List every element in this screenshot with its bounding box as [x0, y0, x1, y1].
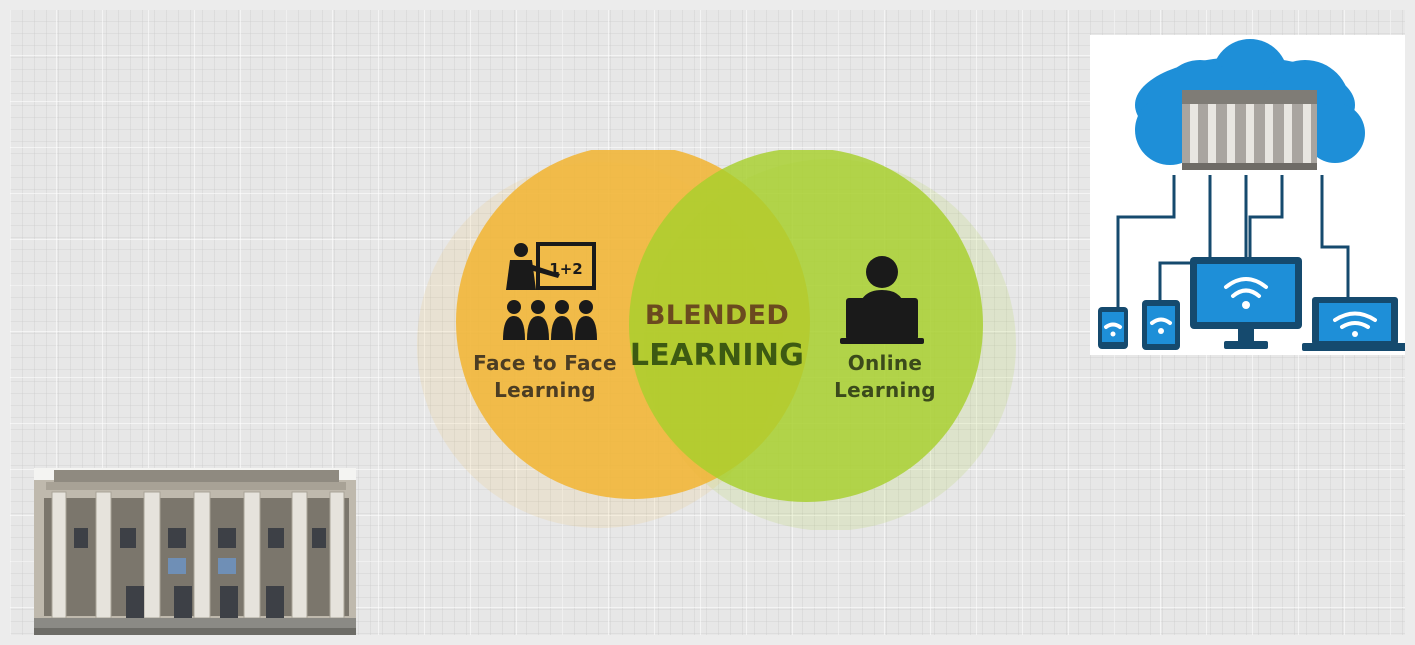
cloud-network-icon	[1090, 35, 1405, 355]
online-learning-label: Online Learning	[834, 351, 936, 402]
teacher-classroom-icon	[503, 242, 597, 340]
textured-background: 1+2 Face to Face Learning BLENDED LEARNI…	[10, 10, 1405, 635]
university-building-photo	[34, 468, 356, 635]
board-text: 1+2	[549, 260, 582, 278]
learning-label: LEARNING	[629, 338, 805, 373]
face-to-face-label: Face to Face Learning	[473, 351, 617, 402]
blended-learning-venn: 1+2 Face to Face Learning BLENDED LEARNI…	[410, 150, 1030, 530]
blended-label: BLENDED	[644, 300, 790, 331]
right-circle	[629, 150, 983, 502]
person-laptop-icon	[840, 256, 924, 344]
